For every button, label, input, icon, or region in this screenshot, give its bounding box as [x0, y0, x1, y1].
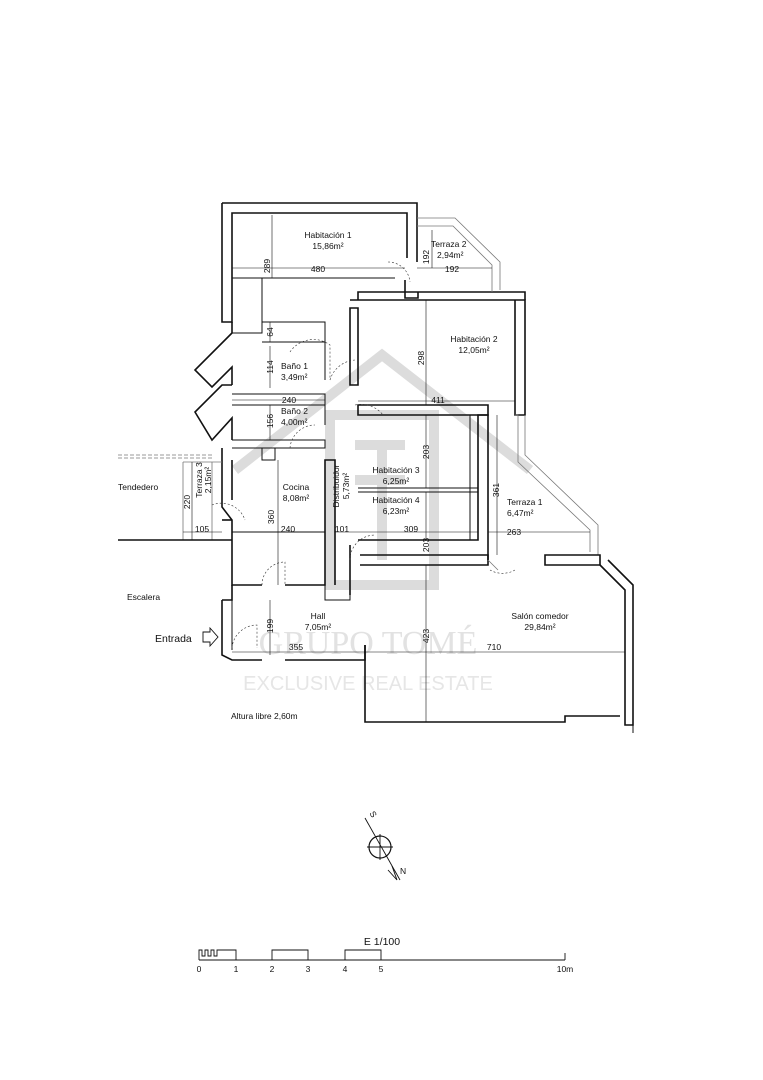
dim-220: 220: [182, 495, 192, 509]
entrada-label: Entrada: [155, 633, 192, 645]
terraza3-name: Terraza 3: [194, 462, 204, 498]
scale-tick-10m: 10m: [557, 964, 574, 974]
distribuidor-area: 5,73m²: [341, 473, 351, 500]
habitacion2-area: 12,05m²: [458, 345, 489, 355]
scale-tick-4: 4: [343, 964, 348, 974]
habitacion2-name: Habitación 2: [450, 334, 498, 344]
dim-240-kitchen: 240: [281, 524, 295, 534]
scale-tick-1: 1: [234, 964, 239, 974]
compass-south-label: S: [368, 809, 380, 819]
dim-423: 423: [421, 629, 431, 643]
bano2-name: Baño 2: [281, 406, 308, 416]
terraza1-area: 6,47m²: [507, 508, 534, 518]
entrance-arrow-icon: [202, 626, 219, 648]
watermark-line2: EXCLUSIVE REAL ESTATE: [243, 673, 493, 695]
dim-298: 298: [416, 351, 426, 365]
cocina-name: Cocina: [283, 482, 310, 492]
cocina-area: 8,08m²: [283, 493, 310, 503]
terraza3-area: 2,15m²: [203, 467, 213, 494]
habitacion1-name: Habitación 1: [304, 230, 352, 240]
dim-411: 411: [431, 395, 445, 405]
habitacion4-name: Habitación 4: [372, 495, 420, 505]
scale-tick-5: 5: [379, 964, 384, 974]
dimension-lines: [183, 215, 625, 722]
hall-name: Hall: [311, 611, 326, 621]
dim-710: 710: [487, 642, 501, 652]
dim-203-lower: 203: [421, 538, 431, 552]
dim-263: 263: [507, 527, 521, 537]
bano1-area: 3,49m²: [281, 372, 308, 382]
dim-309: 309: [404, 524, 418, 534]
terraza2-area: 2,94m²: [437, 250, 464, 260]
terraza1-name: Terraza 1: [507, 497, 543, 507]
scale-tick-3: 3: [306, 964, 311, 974]
distribuidor-name: Distribuidor: [331, 464, 341, 507]
ceiling-height-label: Altura libre 2,60m: [231, 711, 298, 721]
scale-bar: [198, 949, 566, 961]
bano1-name: Baño 1: [281, 361, 308, 371]
dim-355: 355: [289, 642, 303, 652]
habitacion1-area: 15,86m²: [312, 241, 343, 251]
salon-area: 29,84m²: [524, 622, 555, 632]
dim-156: 156: [265, 414, 275, 428]
doors: [211, 261, 516, 649]
dim-64: 64: [265, 327, 275, 337]
scale-tick-0: 0: [197, 964, 202, 974]
scale-title: E 1/100: [364, 936, 400, 948]
compass-north-label: N: [400, 866, 406, 876]
habitacion3-name: Habitación 3: [372, 465, 420, 475]
walls: [118, 202, 634, 733]
watermark-line1: GRUPO TOMÉ: [259, 625, 478, 662]
habitacion3-area: 6,25m²: [383, 476, 410, 486]
terraza2-name: Terraza 2: [431, 239, 467, 249]
dim-203-upper: 203: [421, 445, 431, 459]
escalera-label: Escalera: [127, 592, 160, 602]
habitacion4-area: 6,23m²: [383, 506, 410, 516]
dim-240-bath: 240: [282, 395, 296, 405]
dim-114: 114: [265, 360, 275, 374]
dim-289: 289: [262, 259, 272, 273]
dim-101: 101: [335, 524, 349, 534]
dim-199: 199: [265, 619, 275, 633]
scale-tick-2: 2: [270, 964, 275, 974]
dim-480: 480: [311, 264, 325, 274]
dim-360: 360: [266, 510, 276, 524]
dim-105: 105: [195, 524, 209, 534]
hall-area: 7,05m²: [305, 622, 332, 632]
compass-icon: [364, 817, 401, 881]
dim-361: 361: [491, 483, 501, 497]
dim-192-vertical: 192: [421, 250, 431, 264]
dim-192-horizontal: 192: [445, 264, 459, 274]
salon-name: Salón comedor: [511, 611, 568, 621]
tendedero-label: Tendedero: [118, 482, 158, 492]
bano2-area: 4,00m²: [281, 417, 308, 427]
